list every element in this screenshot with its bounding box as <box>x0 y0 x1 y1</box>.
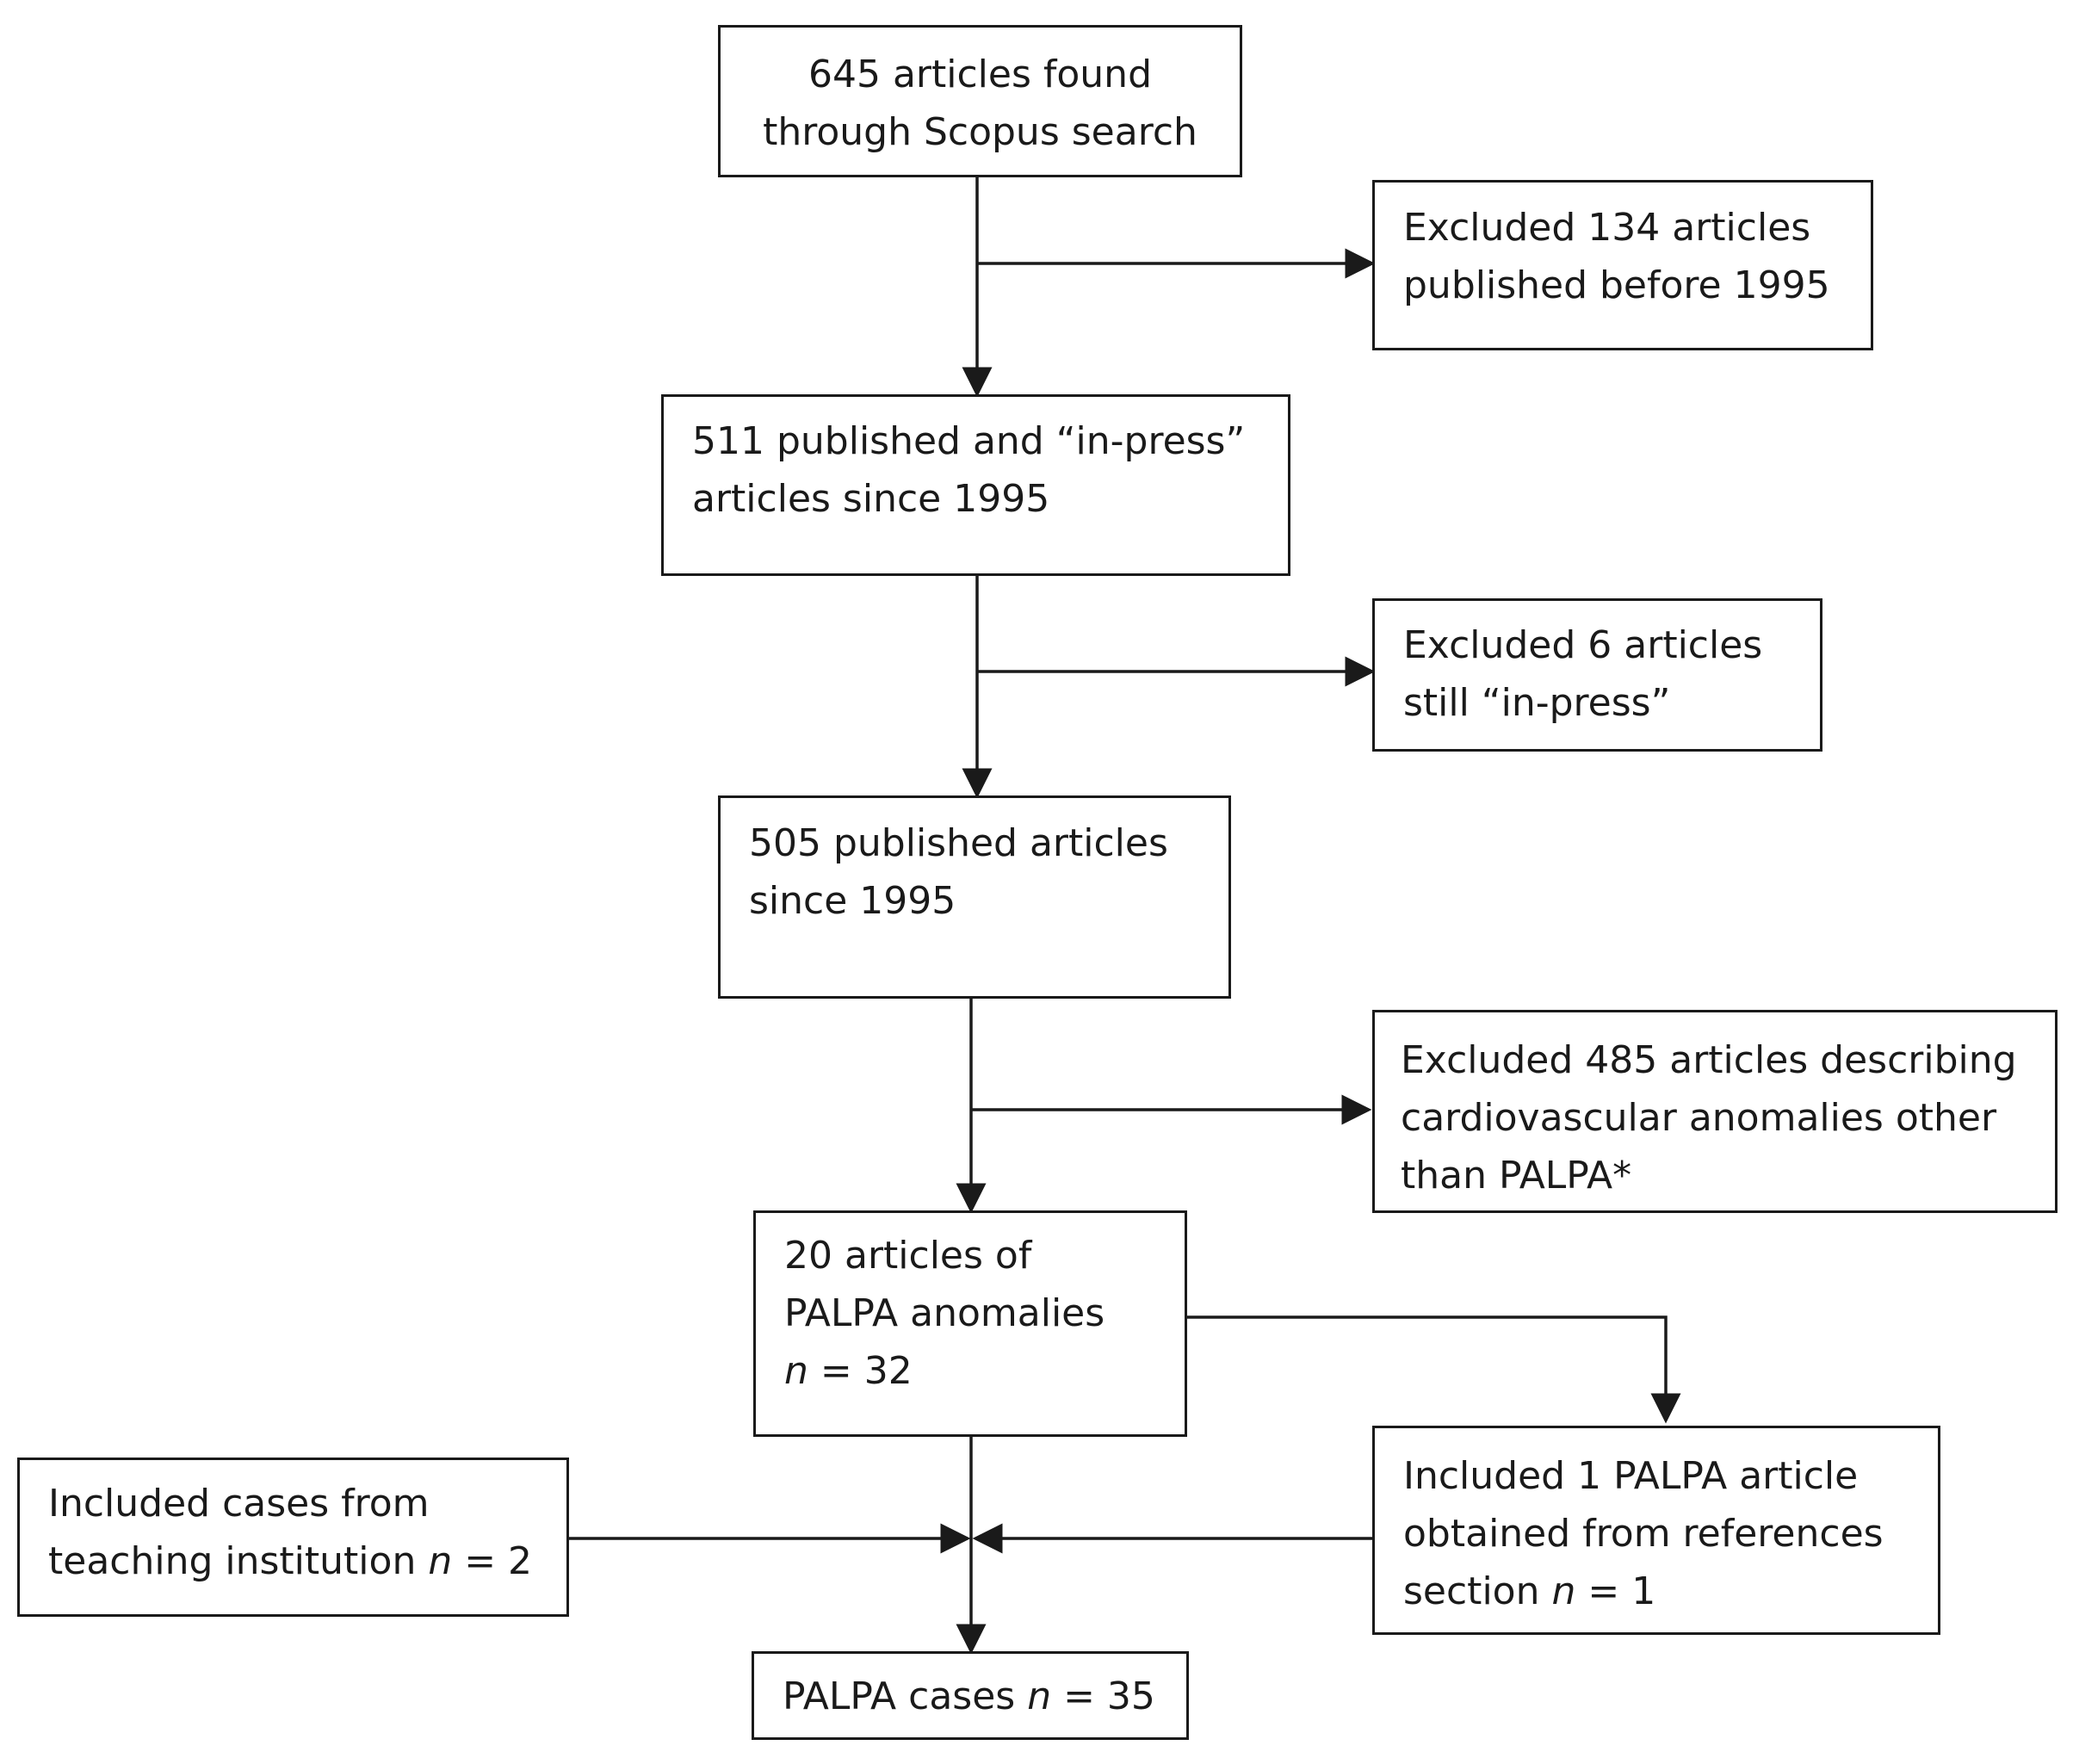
box-text-line: PALPA cases n = 35 <box>783 1668 1186 1725</box>
references-article-box: Included 1 PALPA article obtained from r… <box>1372 1426 1940 1635</box>
box-text-line: Excluded 134 articles <box>1403 206 1811 250</box>
arrow-20-to-references <box>1187 1315 1681 1424</box>
box-text-line: section n = 1 <box>1403 1563 1938 1620</box>
n-variable: n <box>1551 1569 1576 1613</box>
excluded-pre1995-box: Excluded 134 articles published before 1… <box>1372 180 1873 350</box>
n-value: = 2 <box>452 1539 533 1583</box>
box-text-line: 20 articles of <box>784 1234 1032 1278</box>
n-value: = 1 <box>1575 1569 1656 1613</box>
box-text-span: PALPA cases <box>783 1674 1028 1718</box>
box-text-line: Excluded 6 articles <box>1403 623 1763 667</box>
excluded-other-anomalies-box: Excluded 485 articles describing cardiov… <box>1372 1010 2058 1213</box>
box-text-line: 511 published and “in-press” <box>692 419 1246 463</box>
published-inpress-box: 511 published and “in-press” articles si… <box>661 394 1290 576</box>
n-value: = 35 <box>1051 1674 1155 1718</box>
n-variable: n <box>784 1349 808 1393</box>
published-505-box: 505 published articles since 1995 <box>718 795 1231 999</box>
excluded-inpress-box: Excluded 6 articles still “in-press” <box>1372 598 1822 752</box>
scopus-search-box: 645 articles found through Scopus search <box>718 25 1242 177</box>
box-text-line: obtained from references <box>1403 1512 1884 1556</box>
box-text-line: than PALPA* <box>1401 1154 1632 1198</box>
box-text-line: since 1995 <box>749 879 956 923</box>
n-variable: n <box>1027 1674 1052 1718</box>
palpa-cases-box: PALPA cases n = 35 <box>752 1651 1189 1740</box>
box-text-line: through Scopus search <box>763 110 1197 154</box>
box-text-line: Included 1 PALPA article <box>1403 1454 1859 1498</box>
box-text-line: 645 articles found <box>808 53 1152 96</box>
box-text-span: teaching institution <box>48 1539 429 1583</box>
palpa-articles-box: 20 articles of PALPA anomalies n = 32 <box>753 1210 1187 1437</box>
teaching-institution-box: Included cases from teaching institution… <box>17 1458 569 1617</box>
box-text-line: n = 32 <box>784 1342 1185 1400</box>
box-text-line: Included cases from <box>48 1482 430 1526</box>
box-text-line: teaching institution n = 2 <box>48 1532 566 1590</box>
box-text-line: 505 published articles <box>749 821 1168 865</box>
n-variable: n <box>428 1539 453 1583</box>
box-text-line: still “in-press” <box>1403 681 1671 725</box>
n-value: = 32 <box>808 1349 913 1393</box>
box-text-line: published before 1995 <box>1403 263 1830 307</box>
box-text-line: articles since 1995 <box>692 477 1050 521</box>
box-text-line: Excluded 485 articles describing <box>1401 1038 2017 1082</box>
box-text-span: section <box>1403 1569 1552 1613</box>
box-text-line: PALPA anomalies <box>784 1291 1105 1335</box>
box-text-line: cardiovascular anomalies other <box>1401 1096 1997 1140</box>
